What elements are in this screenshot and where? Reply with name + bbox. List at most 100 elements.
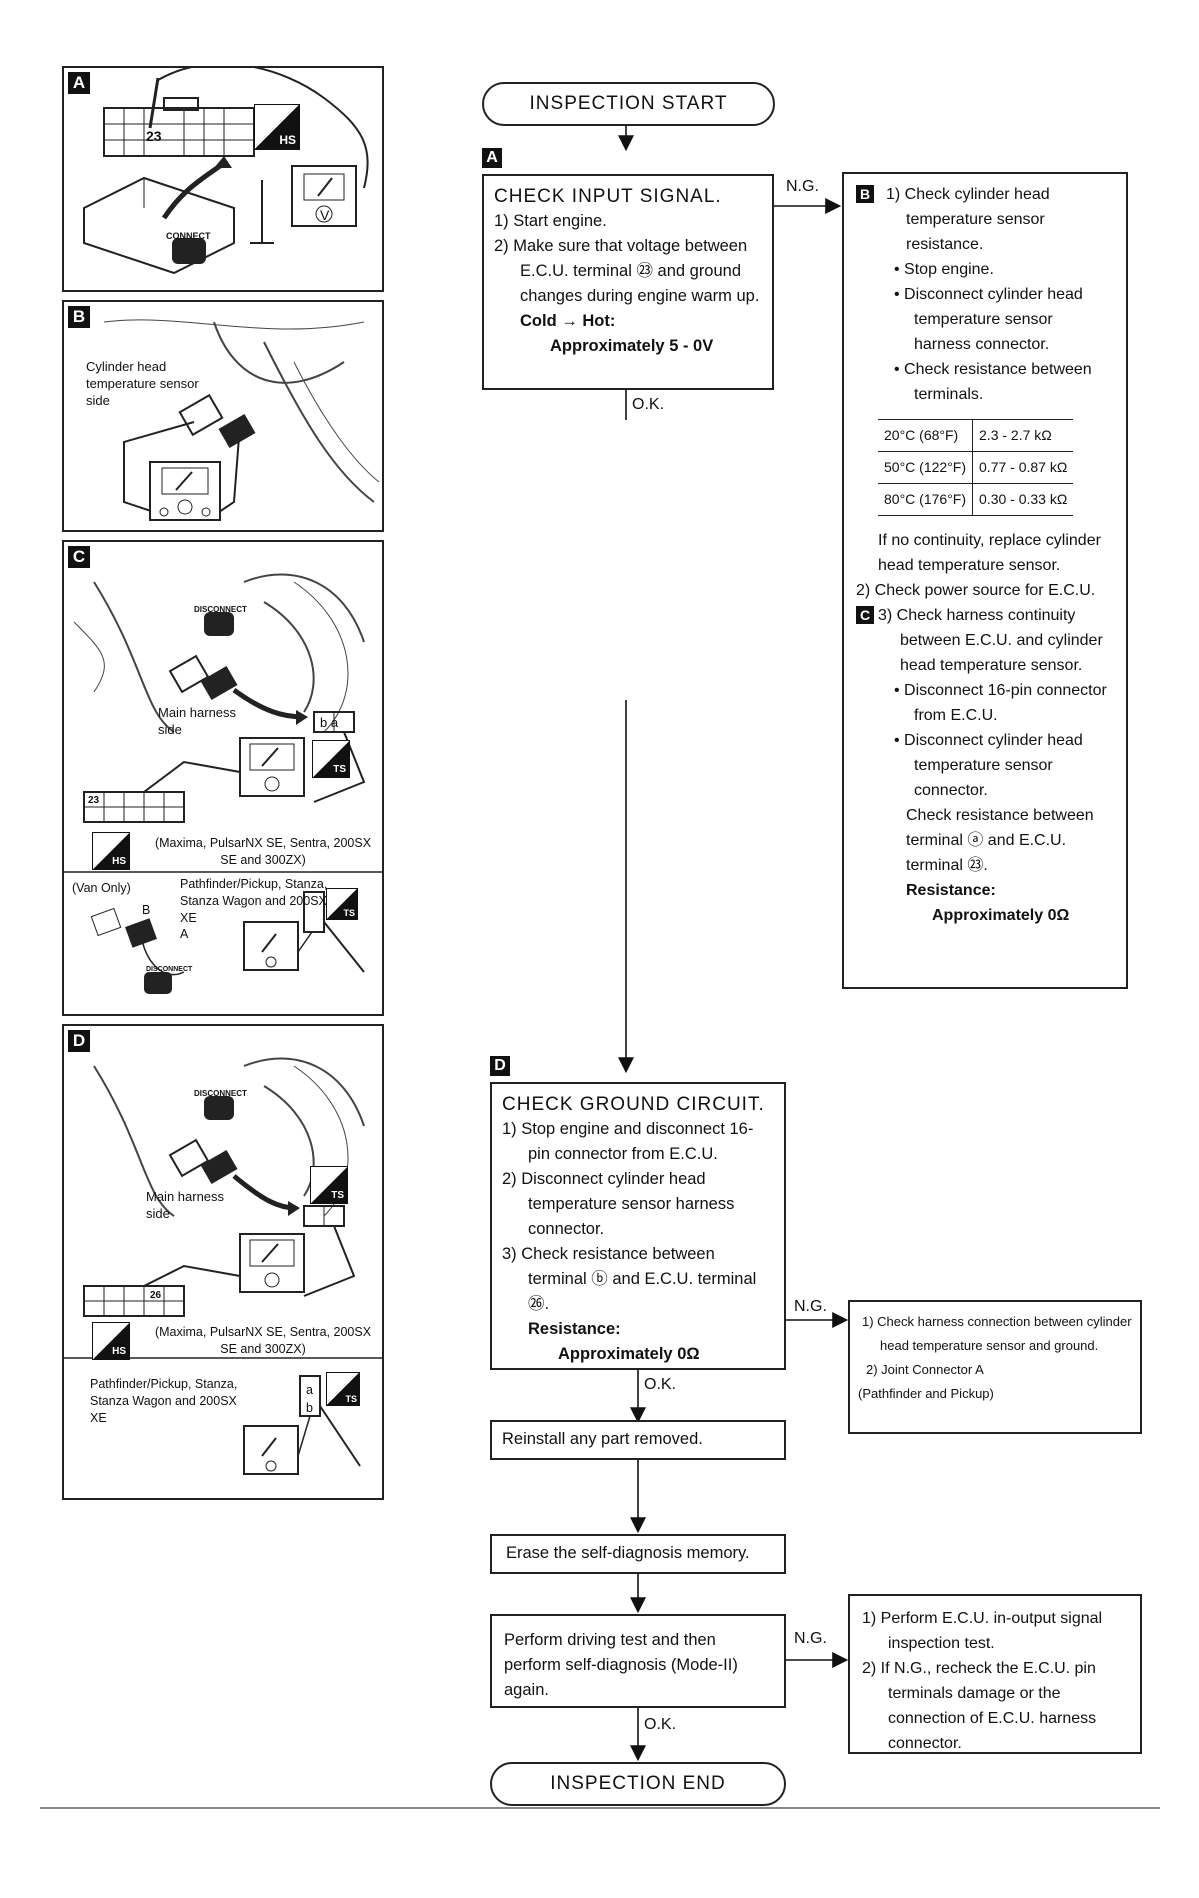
- ng-c-step3: 3) Check harness continuity between E.C.…: [878, 607, 1103, 674]
- terminal-b-label: b: [306, 1401, 313, 1415]
- step-d-line: 2) Disconnect cylinder head temperature …: [502, 1170, 735, 1238]
- figure-c-harness-continuity: C DISCONNECT Main harness: [62, 540, 384, 1016]
- models-hs-note: (Maxima, PulsarNX SE, Sentra, 200SX SE a…: [154, 1325, 372, 1356]
- ng-d-line: 2) Joint Connector A: [866, 1362, 984, 1377]
- voltmeter-label: V: [320, 207, 330, 223]
- check-input-signal-box: CHECK INPUT SIGNAL. 1) Start engine. 2) …: [482, 174, 774, 390]
- ng-ground-check-box: 1) Check harness connection between cyli…: [848, 1300, 1142, 1434]
- ng-b-c-procedure-box: B 1) Check cylinder head temperature sen…: [842, 172, 1128, 989]
- figure-tag: D: [68, 1030, 90, 1052]
- ng-label: N.G.: [794, 1630, 827, 1647]
- models-ts-note: Pathfinder/Pickup, Stanza, Stanza Wagon …: [90, 1377, 238, 1425]
- hs-badge-icon: HS: [92, 1322, 130, 1360]
- erase-memory-box: Erase the self-diagnosis memory.: [490, 1534, 786, 1574]
- ng-label: N.G.: [794, 1298, 827, 1315]
- ts-badge-2-label: TS: [343, 908, 355, 918]
- ng-c-resistance-label: Resistance:: [906, 882, 996, 899]
- step-a-title: CHECK INPUT SIGNAL.: [494, 186, 722, 207]
- ts-badge-label: TS: [331, 1190, 344, 1201]
- ng-c-bullet-text: Disconnect 16-pin connector from E.C.U.: [904, 682, 1107, 724]
- ng-b-bullet: • Disconnect cylinder head temperature s…: [894, 286, 1083, 353]
- pin-number-label: 26: [150, 1290, 162, 1301]
- ok-label: O.K.: [644, 1716, 677, 1733]
- table-row: 80°C (176°F)0.30 - 0.33 kΩ: [878, 483, 1074, 516]
- step-d-title: CHECK GROUND CIRCUIT.: [502, 1094, 765, 1115]
- disconnect-label: DISCONNECT: [194, 605, 247, 614]
- table-temp-cell: 50°C (122°F): [878, 451, 974, 484]
- ng-b-bullet: • Check resistance between terminals.: [894, 361, 1092, 403]
- pin-number-label: 23: [88, 795, 100, 806]
- step-a-cold-hot: Cold → Hot:: [520, 312, 616, 330]
- disconnect-2-label: DISCONNECT: [146, 966, 193, 973]
- hs-badge-icon: HS: [254, 104, 300, 150]
- driving-test-box: Perform driving test and then perform se…: [490, 1614, 786, 1708]
- figure-c-drawing: [64, 573, 382, 994]
- ng-b-bullet-text: Check resistance between terminals.: [904, 361, 1092, 403]
- ng-d-note: (Pathfinder and Pickup): [858, 1386, 994, 1401]
- step-a-line: 1) Start engine.: [494, 212, 607, 230]
- ecu-inoutput-test-box: 1) Perform E.C.U. in-output signal inspe…: [848, 1594, 1142, 1754]
- ng-b-first-row: B 1) Check cylinder head temperature sen…: [856, 182, 1114, 257]
- models-hs-note: (Maxima, PulsarNX SE, Sentra, 200SX SE a…: [154, 836, 372, 867]
- ng-b-bullet-text: Stop engine.: [904, 261, 994, 278]
- ng-c-bullet: • Disconnect cylinder head temperature s…: [894, 732, 1083, 799]
- table-temp-cell: 80°C (176°F): [878, 483, 974, 516]
- table-row: 50°C (122°F)0.77 - 0.87 kΩ: [878, 451, 1074, 484]
- ts-badge-2-label: TS: [345, 1394, 357, 1404]
- hs-badge-label: HS: [112, 1346, 126, 1357]
- ok-label: O.K.: [644, 1376, 677, 1393]
- check-ground-circuit-box: CHECK GROUND CIRCUIT. 1) Stop engine and…: [490, 1082, 786, 1370]
- table-row: 20°C (68°F)2.3 - 2.7 kΩ: [878, 419, 1074, 452]
- terminal-a-label: a: [306, 1383, 313, 1397]
- ng-c-bullet: • Disconnect 16-pin connector from E.C.U…: [894, 682, 1107, 724]
- ng-c-bullet-text: Disconnect cylinder head temperature sen…: [904, 732, 1083, 799]
- figure-tag: B: [68, 306, 90, 328]
- ts-badge-2-icon: TS: [326, 1372, 360, 1406]
- ng-b-step1: 1) Check cylinder head temperature senso…: [886, 186, 1050, 253]
- figure-tag: C: [68, 546, 90, 568]
- hs-badge-icon: HS: [92, 832, 130, 870]
- step-d-resistance-value: Approximately 0Ω: [558, 1345, 700, 1363]
- van-only-label: (Van Only): [72, 881, 131, 895]
- joint-b-label: B: [142, 903, 151, 917]
- resistance-table: 20°C (68°F)2.3 - 2.7 kΩ 50°C (122°F)0.77…: [878, 419, 1074, 516]
- figure-b-drawing: [103, 319, 380, 521]
- figure-b-sensor-resistance: B Cylinder head temperature sensor side: [62, 300, 384, 532]
- pin-ba-label: b a: [320, 715, 339, 730]
- sensor-side-label: Cylinder head temperature sensor side: [86, 359, 199, 408]
- ng-c-first-row: C 3) Check harness continuity between E.…: [856, 603, 1114, 678]
- pin-number-label: 23: [146, 128, 162, 144]
- figure-tag: A: [68, 72, 90, 94]
- ng-b-if-no-continuity: If no continuity, replace cylinder head …: [878, 532, 1101, 574]
- figure-a-drawing: [83, 68, 369, 275]
- ng-d-line: 1) Check harness connection between cyli…: [862, 1314, 1132, 1353]
- ng-b-bullet: • Stop engine.: [894, 261, 994, 278]
- ng-b-bullet-text: Disconnect cylinder head temperature sen…: [904, 286, 1083, 353]
- disconnect-label: DISCONNECT: [194, 1089, 247, 1098]
- models-ts-note: Pathfinder/Pickup, Stanza, Stanza Wagon …: [180, 877, 328, 925]
- ts-badge-label: TS: [333, 764, 346, 775]
- step-a-line: 2) Make sure that voltage between E.C.U.…: [494, 237, 760, 305]
- ng-c-resistance-value: Approximately 0Ω: [932, 907, 1070, 924]
- ng-b-tag: B: [856, 185, 874, 203]
- step-d-line: 1) Stop engine and disconnect 16-pin con…: [502, 1120, 754, 1163]
- reinstall-parts-box: Reinstall any part removed.: [490, 1420, 786, 1460]
- table-value-cell: 2.3 - 2.7 kΩ: [972, 419, 1074, 452]
- table-value-cell: 0.77 - 0.87 kΩ: [972, 451, 1074, 484]
- figure-d-ground-circuit: D DISCONNECT Main harness side TS 26: [62, 1024, 384, 1500]
- connect-label: CONNECT: [166, 231, 211, 241]
- step-d-resistance-label: Resistance:: [528, 1320, 621, 1338]
- hs-badge-label: HS: [279, 133, 296, 147]
- inspection-end-terminal: INSPECTION END: [490, 1762, 786, 1806]
- main-harness-label: Main harness side: [146, 1189, 225, 1221]
- ng-b-step2: 2) Check power source for E.C.U.: [856, 582, 1096, 599]
- ng-label: N.G.: [786, 178, 819, 195]
- ts-badge-2-icon: TS: [326, 888, 358, 920]
- ts-badge-icon: TS: [312, 740, 350, 778]
- step-a-tag: A: [482, 148, 502, 168]
- main-harness-label: Main harness side: [158, 705, 237, 737]
- inspection-start-terminal: INSPECTION START: [482, 82, 775, 126]
- step-d-tag: D: [490, 1056, 510, 1076]
- hs-badge-label: HS: [112, 856, 126, 867]
- step-d-line: 3) Check resistance between terminal ⓑ a…: [502, 1245, 757, 1313]
